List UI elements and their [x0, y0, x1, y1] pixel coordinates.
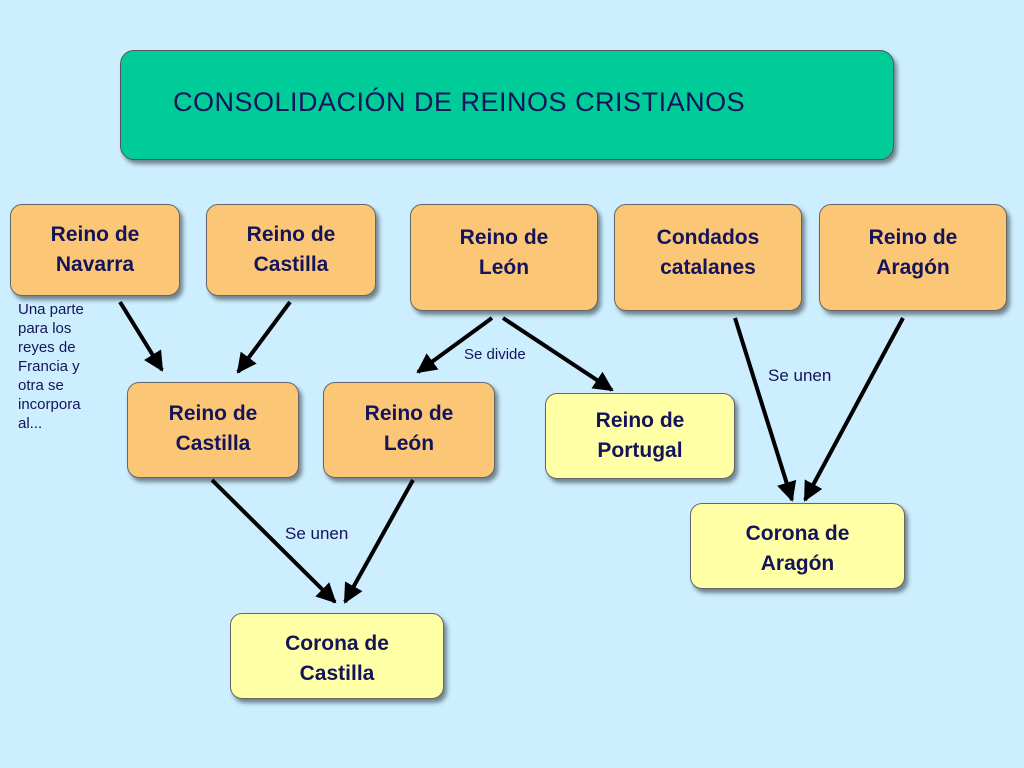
title-box: CONSOLIDACIÓN DE REINOS CRISTIANOS	[120, 50, 894, 160]
node-reino-navarra: Reino de Navarra	[10, 204, 180, 296]
node-reino-leon-mid: Reino de León	[323, 382, 495, 478]
navarra-note: Una parte para los reyes de Francia y ot…	[18, 301, 84, 432]
label-se-unen-aragon: Se unen	[768, 366, 832, 385]
arrow-aragon-to-aragon	[803, 317, 905, 502]
node-reino-leon-top: Reino de León	[410, 204, 598, 311]
diagram-title: CONSOLIDACIÓN DE REINOS CRISTIANOS	[173, 87, 746, 117]
node-reino-castilla-mid: Reino de Castilla	[127, 382, 299, 478]
arrow-navarra-to-castilla	[118, 300, 164, 372]
node-corona-aragon: Corona de Aragón	[690, 503, 905, 589]
node-condados-catalanes: Condados catalanes	[614, 204, 802, 311]
arrow-leon-to-portugal	[501, 316, 614, 392]
arrow-castilla-to-castilla	[236, 300, 292, 374]
node-corona-castilla: Corona de Castilla	[230, 613, 444, 699]
arrow-catalanes-to-aragon	[733, 317, 797, 502]
arrow-leon-to-corona	[343, 479, 415, 604]
node-reino-aragon-top: Reino de Aragón	[819, 204, 1007, 311]
label-se-divide: Se divide	[464, 346, 526, 363]
label-se-unen-castilla: Se unen	[285, 524, 349, 543]
arrow-castilla-to-corona	[210, 478, 337, 604]
node-reino-portugal: Reino de Portugal	[545, 393, 735, 479]
arrow-leon-to-leon	[416, 316, 494, 374]
node-reino-castilla-top: Reino de Castilla	[206, 204, 376, 296]
